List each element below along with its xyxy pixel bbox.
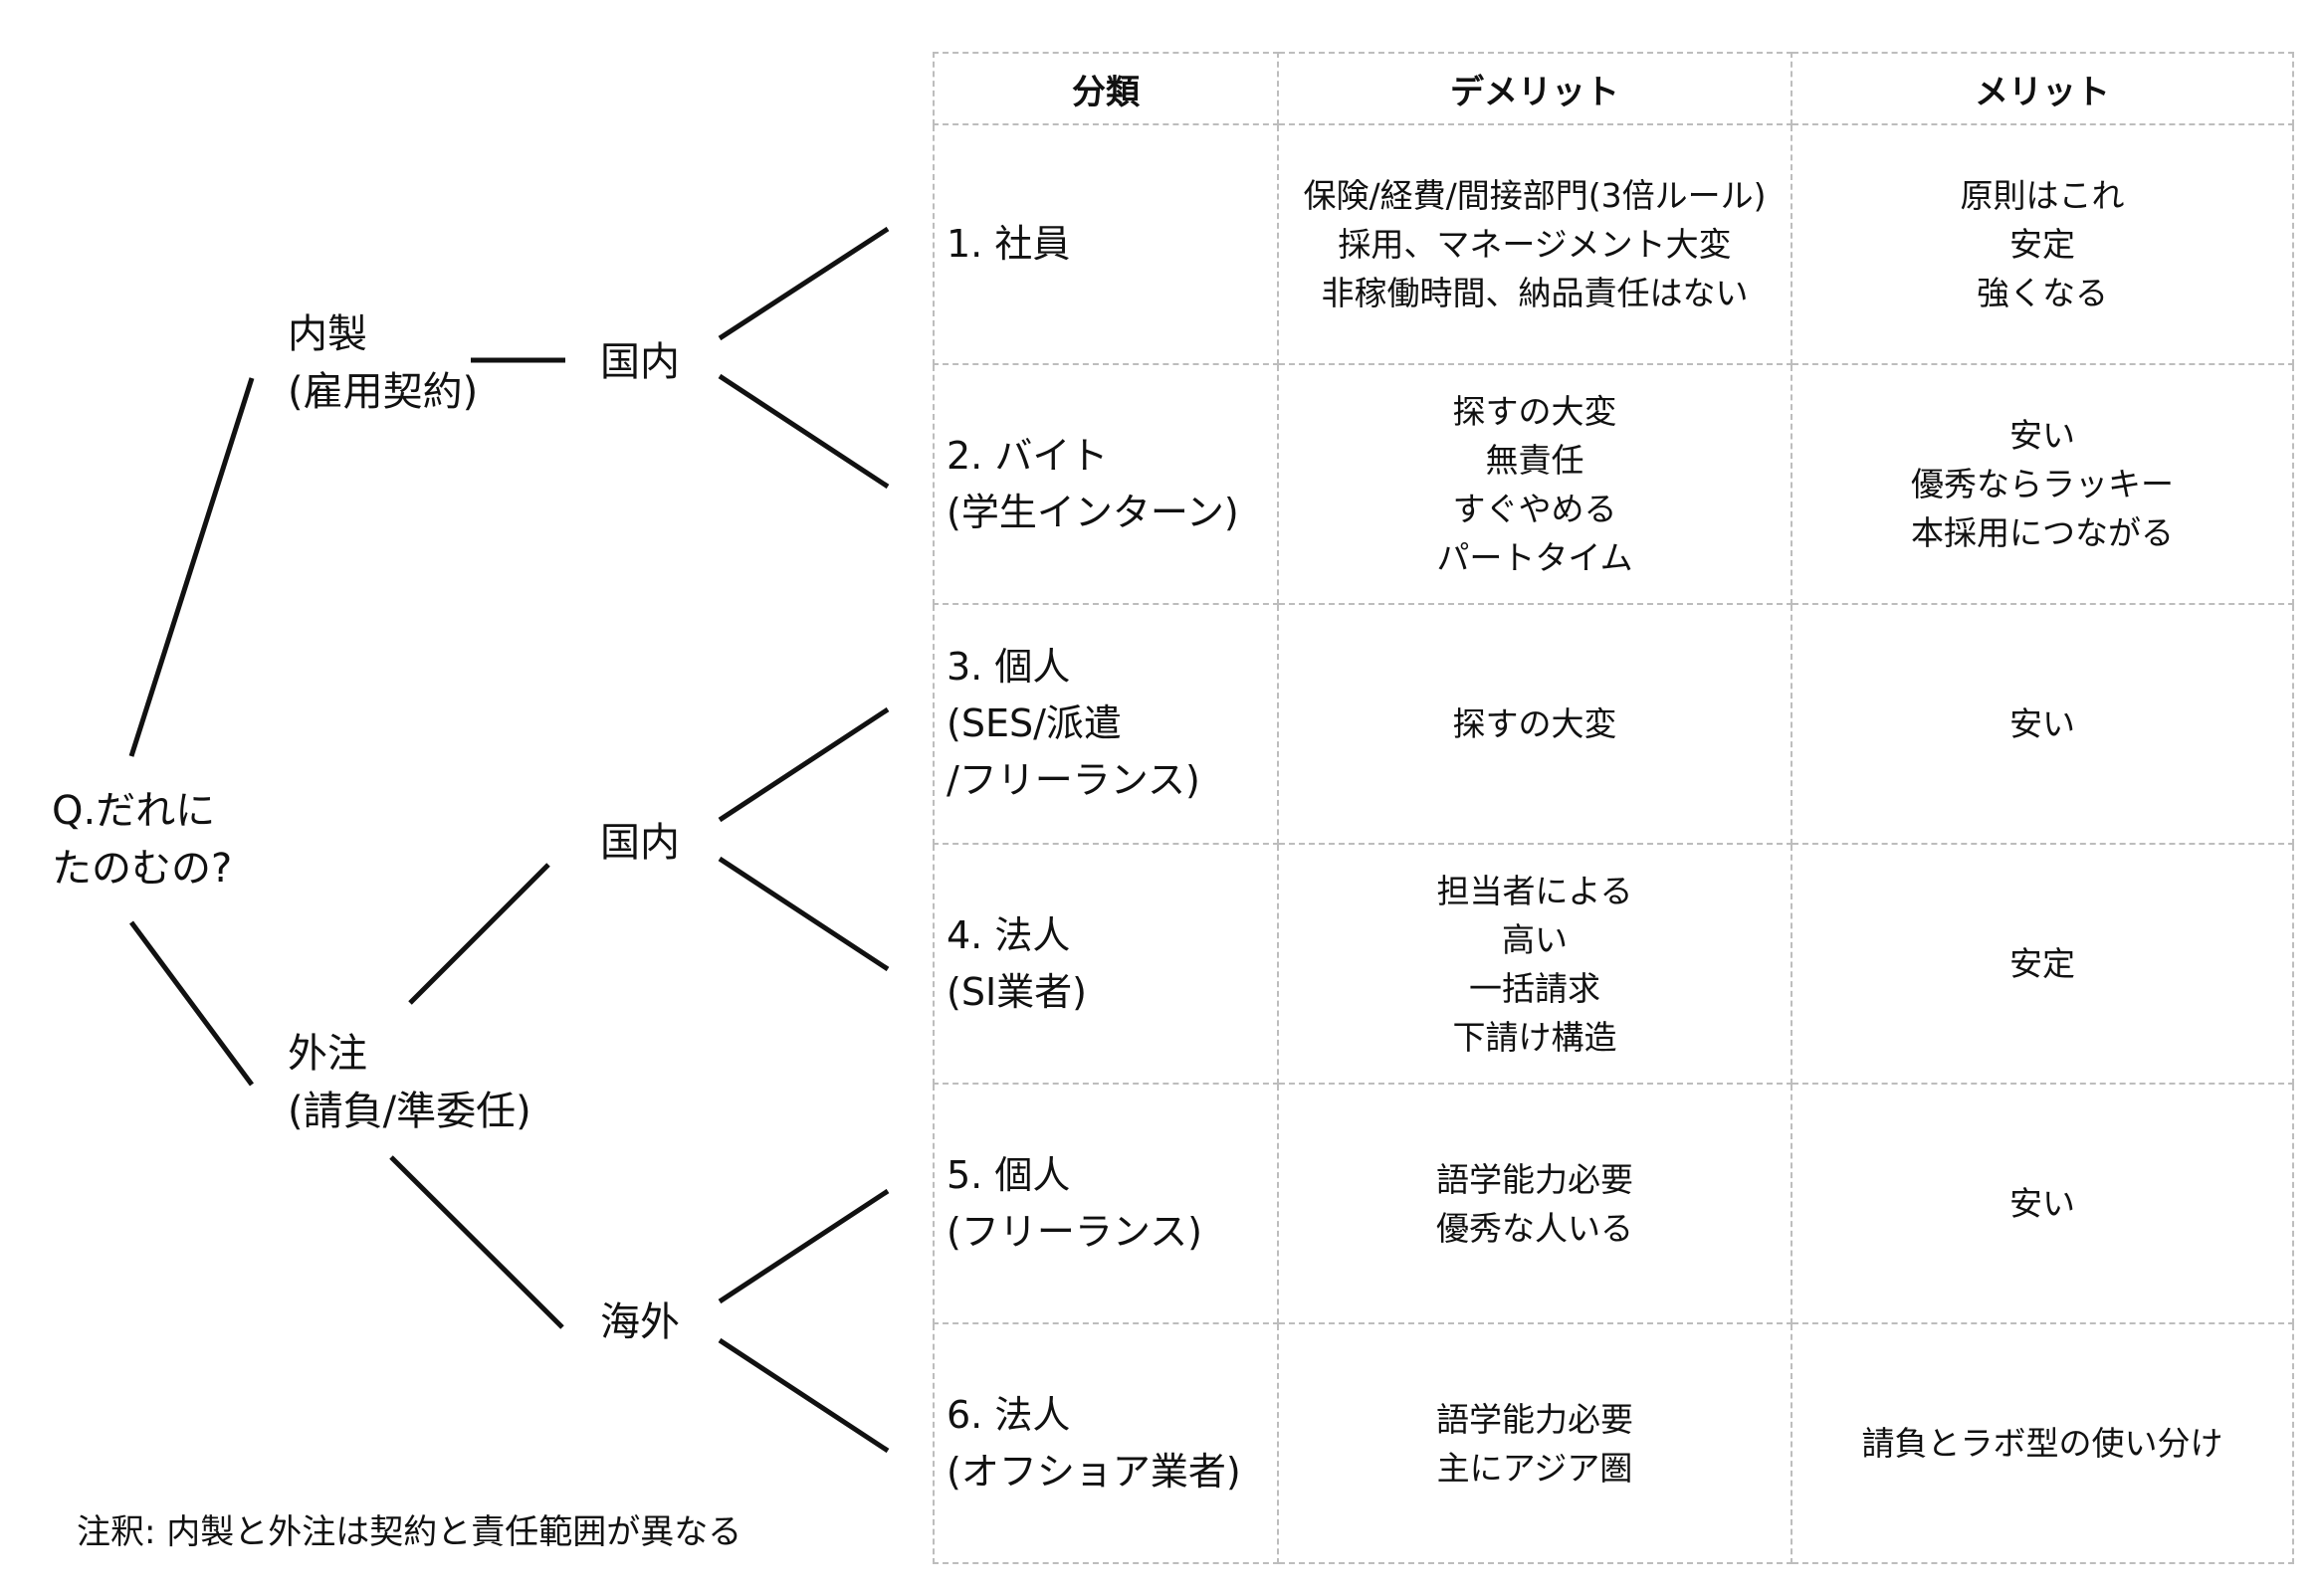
- row-1-demerit: 保険/経費/間接部門(3倍ルール): [1303, 176, 1767, 215]
- row-3-category: 3. 個人 (SES/派遣 /フリーランス): [933, 603, 1279, 845]
- row-5-demerit: 優秀な人いる: [1436, 1208, 1633, 1248]
- table-row: 6. 法人 (オフショア業者) 語学能力必要 主にアジア圏 請負とラボ型の使い分…: [933, 1322, 2294, 1564]
- connector-to-row-5: [718, 1188, 890, 1304]
- row-4-category-line: 4. 法人: [947, 912, 1071, 957]
- outsource-node: 外注 (請負/準委任): [288, 1025, 531, 1140]
- connector-to-row-6: [718, 1337, 890, 1454]
- row-6-category-line: 6. 法人: [947, 1392, 1071, 1437]
- row-3-merits: 安い: [1791, 603, 2294, 845]
- row-2-demerit: すぐやめる: [1452, 489, 1617, 528]
- row-1-category-line: 1. 社員: [947, 222, 1071, 266]
- connector-to-row-4: [718, 856, 890, 972]
- row-1-demerit: 採用、マネージメント大変: [1338, 225, 1732, 264]
- root-question-line-2: たのむの?: [52, 846, 233, 892]
- inhouse-title: 内製: [288, 311, 367, 357]
- table-row: 1. 社員 保険/経費/間接部門(3倍ルール) 採用、マネージメント大変 非稼働…: [933, 123, 2294, 365]
- row-1-merit: 安定: [2009, 225, 2075, 264]
- outsource-overseas-node: 海外: [600, 1299, 680, 1345]
- connector-outsource-overseas: [389, 1155, 564, 1329]
- table-row: 4. 法人 (SI業者) 担当者による 高い 一括請求 下請け構造 安定: [933, 843, 2294, 1085]
- row-6-demerits: 語学能力必要 主にアジア圏: [1277, 1322, 1792, 1564]
- table-row: 3. 個人 (SES/派遣 /フリーランス) 探すの大変 安い: [933, 603, 2294, 845]
- row-2-merit: 本採用につながる: [1911, 513, 2174, 552]
- connector-outsource-domestic: [408, 863, 550, 1005]
- row-1-merit: 原則はこれ: [1960, 176, 2125, 215]
- row-2-category: 2. バイト (学生インターン): [933, 363, 1279, 605]
- inhouse-subtitle: (雇用契約): [288, 369, 479, 415]
- row-3-merit: 安い: [2009, 704, 2075, 743]
- header-merits: メリット: [1791, 52, 2294, 125]
- row-1-merit: 強くなる: [1977, 274, 2108, 312]
- row-2-demerit: パートタイム: [1436, 537, 1633, 577]
- row-2-merits: 安い 優秀ならラッキー 本採用につながる: [1791, 363, 2294, 605]
- connector-root-outsource: [128, 920, 255, 1087]
- table-row: 2. バイト (学生インターン) 探すの大変 無責任 すぐやめる パートタイム …: [933, 363, 2294, 605]
- outsource-subtitle: (請負/準委任): [288, 1089, 531, 1134]
- connector-to-row-3: [718, 706, 890, 823]
- row-4-demerit: 高い: [1502, 919, 1568, 959]
- row-5-demerit: 語学能力必要: [1436, 1159, 1633, 1199]
- row-4-demerit: 一括請求: [1469, 968, 1600, 1008]
- row-1-category: 1. 社員: [933, 123, 1279, 365]
- row-3-category-line: /フリーランス): [947, 758, 1200, 802]
- outsource-title: 外注: [288, 1031, 367, 1077]
- row-2-category-line: 2. バイト: [947, 433, 1109, 478]
- row-4-demerit: 担当者による: [1436, 871, 1633, 910]
- row-5-merits: 安い: [1791, 1083, 2294, 1324]
- row-5-category-line: (フリーランス): [947, 1209, 1202, 1254]
- row-2-demerit: 探すの大変: [1452, 391, 1617, 431]
- row-2-demerit: 無責任: [1485, 440, 1584, 480]
- row-2-merit: 安い: [2009, 416, 2075, 455]
- inhouse-domestic-node: 国内: [600, 339, 680, 385]
- row-3-category-line: (SES/派遣: [947, 701, 1122, 745]
- row-2-category-line: (学生インターン): [947, 490, 1239, 534]
- row-4-demerits: 担当者による 高い 一括請求 下請け構造: [1277, 843, 1792, 1085]
- footnote: 注釈: 内製と外注は契約と責任範囲が異なる: [77, 1512, 742, 1552]
- row-5-demerits: 語学能力必要 優秀な人いる: [1277, 1083, 1792, 1324]
- row-1-demerits: 保険/経費/間接部門(3倍ルール) 採用、マネージメント大変 非稼働時間、納品責…: [1277, 123, 1792, 365]
- row-5-category-line: 5. 個人: [947, 1152, 1071, 1197]
- row-3-demerits: 探すの大変: [1277, 603, 1792, 845]
- outsource-domestic-node: 国内: [600, 820, 680, 866]
- root-question: Q.だれに たのむの?: [52, 782, 232, 898]
- table-header-row: 分類 デメリット メリット: [933, 52, 2294, 125]
- row-6-category-line: (オフショア業者): [947, 1449, 1241, 1494]
- row-4-category-line: (SI業者): [947, 969, 1087, 1014]
- root-question-line-1: Q.だれに: [52, 788, 216, 834]
- row-5-category: 5. 個人 (フリーランス): [933, 1083, 1279, 1324]
- row-6-demerit: 語学能力必要: [1436, 1399, 1633, 1439]
- row-5-merit: 安い: [2009, 1184, 2075, 1223]
- row-1-demerit: 非稼働時間、納品責任はない: [1321, 274, 1749, 312]
- row-6-merit: 請負とラボ型の使い分け: [1861, 1424, 2223, 1463]
- row-6-demerit: 主にアジア圏: [1436, 1448, 1633, 1488]
- row-4-category: 4. 法人 (SI業者): [933, 843, 1279, 1085]
- row-4-demerit: 下請け構造: [1452, 1017, 1617, 1057]
- row-4-merits: 安定: [1791, 843, 2294, 1085]
- connector-root-inhouse: [128, 377, 255, 757]
- row-2-demerits: 探すの大変 無責任 すぐやめる パートタイム: [1277, 363, 1792, 605]
- header-demerits: デメリット: [1277, 52, 1792, 125]
- table-row: 5. 個人 (フリーランス) 語学能力必要 優秀な人いる 安い: [933, 1083, 2294, 1324]
- row-4-merit: 安定: [2009, 944, 2075, 983]
- row-3-category-line: 3. 個人: [947, 645, 1071, 689]
- row-3-demerit: 探すの大変: [1452, 704, 1617, 743]
- row-2-merit: 優秀ならラッキー: [1911, 465, 2174, 503]
- connector-to-row-2: [718, 373, 890, 490]
- connector-to-row-1: [718, 226, 890, 341]
- inhouse-node: 内製 (雇用契約): [288, 305, 478, 421]
- header-category: 分類: [933, 52, 1279, 125]
- row-6-category: 6. 法人 (オフショア業者): [933, 1322, 1279, 1564]
- row-1-merits: 原則はこれ 安定 強くなる: [1791, 123, 2294, 365]
- comparison-table: 分類 デメリット メリット 1. 社員 保険/経費/間接部門(3倍ルール) 採用…: [933, 52, 2294, 1564]
- row-6-merits: 請負とラボ型の使い分け: [1791, 1322, 2294, 1564]
